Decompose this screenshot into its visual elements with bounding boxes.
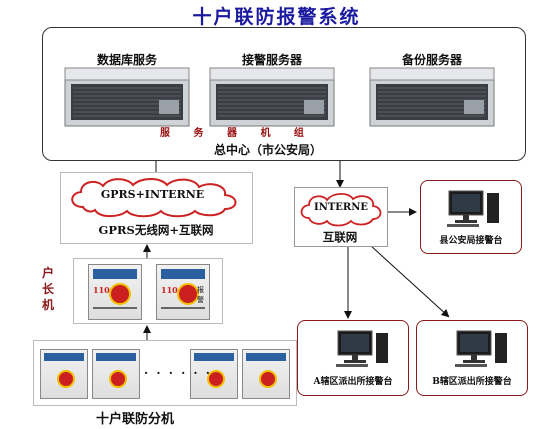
workstation-icon (447, 190, 499, 227)
alarm-button-icon (207, 370, 225, 388)
server-image-backup (368, 60, 496, 130)
internet-cloud-icon (300, 192, 382, 227)
internet-label: 互联网 (322, 230, 358, 244)
alarm-button-icon (177, 283, 199, 305)
alarm-button-icon (259, 370, 277, 388)
internet-cloud-text: INTERNE (314, 202, 368, 213)
household-sub-units-box (33, 340, 297, 406)
page-title: 十户联防报警系统 (192, 6, 361, 28)
alarm-button-icon (109, 370, 127, 388)
household-host-label: 户长机 (41, 266, 54, 312)
station-area-b: B辖区派出所接警台 (416, 320, 528, 396)
host-alarm-unit: 110 (88, 264, 142, 320)
alarm-tag-text: 报警 (197, 286, 204, 304)
gprs-cloud-text: GPRS+INTERNE (100, 188, 205, 201)
station-area-b-label: B辖区派出所接警台 (432, 377, 512, 387)
server-label-backup: 备份服务器 (401, 53, 462, 67)
gprs-label: GPRS无线网+互联网 (98, 223, 214, 237)
gprs-network-box: GPRS+INTERNE (60, 172, 253, 244)
household-host-box: 110 110 报警 (73, 258, 223, 324)
center-label: 总中心（市公安局） (214, 143, 323, 157)
station-county-label: 县公安局接警台 (439, 236, 503, 246)
server-image-database (63, 60, 191, 130)
alarm-button-text: 110 (161, 285, 178, 295)
household-sub-label: 十户联防分机 (96, 412, 175, 427)
server-label-database: 数据库服务 (96, 53, 157, 67)
workstation-icon (455, 330, 507, 367)
station-county: 县公安局接警台 (420, 180, 522, 254)
alarm-button-icon (109, 283, 131, 305)
sub-alarm-unit (92, 349, 140, 399)
server-group-label: 服 务 器 机 组 (160, 128, 314, 139)
station-area-a-label: A辖区派出所接警台 (313, 377, 393, 387)
workstation-icon (336, 330, 388, 367)
server-image-alarm (208, 60, 336, 130)
alarm-button-icon (57, 370, 75, 388)
sub-alarm-unit (242, 349, 290, 399)
ellipsis: · · · · · · (144, 366, 212, 380)
internet-box: INTERNE (294, 187, 388, 247)
station-area-a: A辖区派出所接警台 (297, 320, 409, 396)
alarm-button-text: 110 (93, 285, 110, 295)
server-label-alarm: 接警服务器 (241, 53, 302, 67)
host-alarm-unit: 110 报警 (156, 264, 210, 320)
sub-alarm-unit (190, 349, 238, 399)
sub-alarm-unit (40, 349, 88, 399)
arrow-internet-to-b (369, 244, 450, 318)
gprs-cloud-icon (71, 178, 237, 218)
server-group-panel: 数据库服务 接警服务器 (42, 27, 526, 161)
